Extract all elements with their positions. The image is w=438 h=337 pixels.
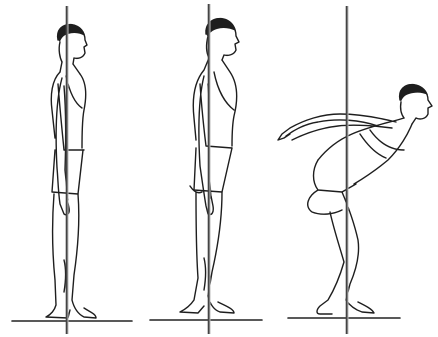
chest-3 (354, 124, 412, 184)
hair-3 (400, 84, 428, 102)
shorts-3 (314, 160, 357, 192)
leg-front-2 (208, 192, 234, 313)
chest-1 (80, 74, 86, 148)
thigh-3 (308, 190, 342, 214)
leg-back-2 (180, 192, 204, 313)
leg-front-1 (72, 194, 96, 318)
leg-back-3 (317, 212, 344, 314)
figure-standing-leaning (150, 4, 262, 334)
back-3 (318, 118, 404, 160)
figure-sprint-start (278, 6, 432, 334)
figure-standing-upright (12, 6, 132, 334)
chest-2 (222, 60, 237, 146)
